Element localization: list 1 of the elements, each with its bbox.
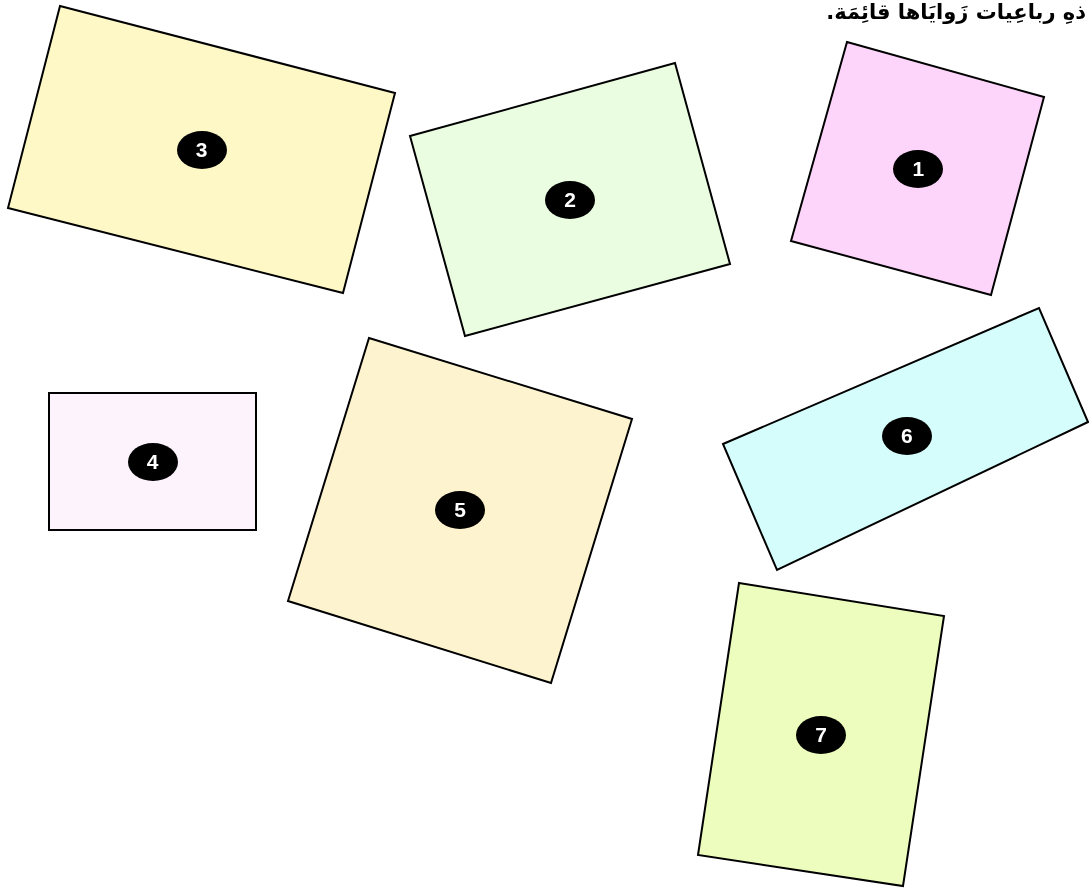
heading: ذهِ رباعِيات زَوايَاها قائِمَة. <box>826 0 1086 24</box>
